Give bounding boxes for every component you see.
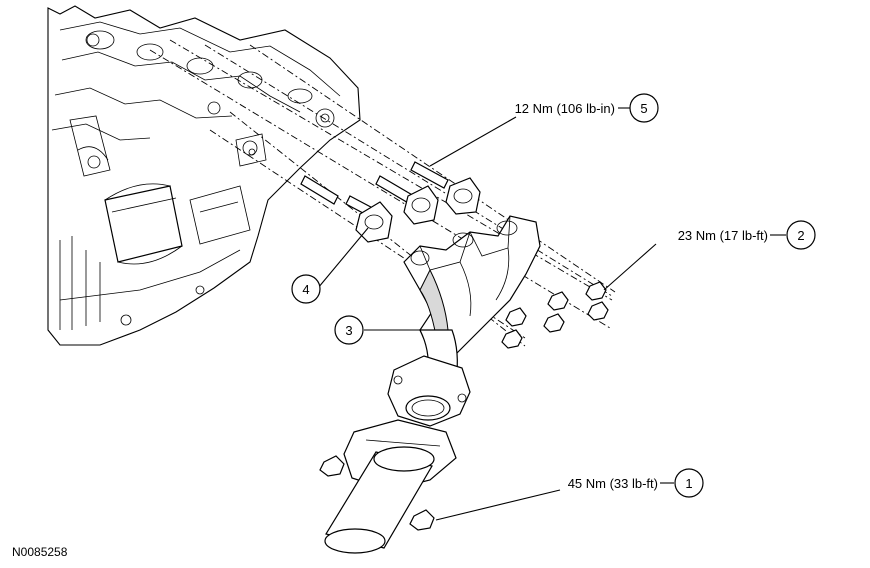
callout-3-number: 3 (345, 323, 352, 338)
callout-1-circle (674, 468, 704, 498)
callout-5-torque: 12 Nm (106 lb-in) (515, 101, 615, 116)
callout-5: 12 Nm (106 lb-in) 5 (515, 93, 659, 123)
engine-block (47, 5, 361, 346)
exhaust-manifold (387, 215, 541, 427)
manifold-gaskets (355, 177, 481, 243)
callout-1-number: 1 (685, 476, 692, 491)
callout-leaders (317, 107, 786, 521)
stud-centerlines (149, 39, 616, 347)
callout-1-torque: 45 Nm (33 lb-ft) (568, 476, 658, 491)
manifold-nuts (501, 281, 609, 349)
callout-5-number: 5 (640, 101, 647, 116)
callout-3-circle (334, 315, 364, 345)
exhaust-y-pipe (319, 419, 457, 554)
callout-4: 4 (291, 274, 321, 304)
figure-id: N0085258 (12, 545, 68, 559)
callout-2-number: 2 (797, 228, 804, 243)
callout-2-circle (786, 220, 816, 250)
callout-3: 3 (334, 315, 364, 345)
callout-4-number: 4 (302, 282, 309, 297)
callout-5-circle (629, 93, 659, 123)
callout-4-circle (291, 274, 321, 304)
callout-1: 45 Nm (33 lb-ft) 1 (568, 468, 704, 498)
callout-2-torque: 23 Nm (17 lb-ft) (678, 228, 768, 243)
callout-2: 23 Nm (17 lb-ft) 2 (678, 220, 816, 250)
